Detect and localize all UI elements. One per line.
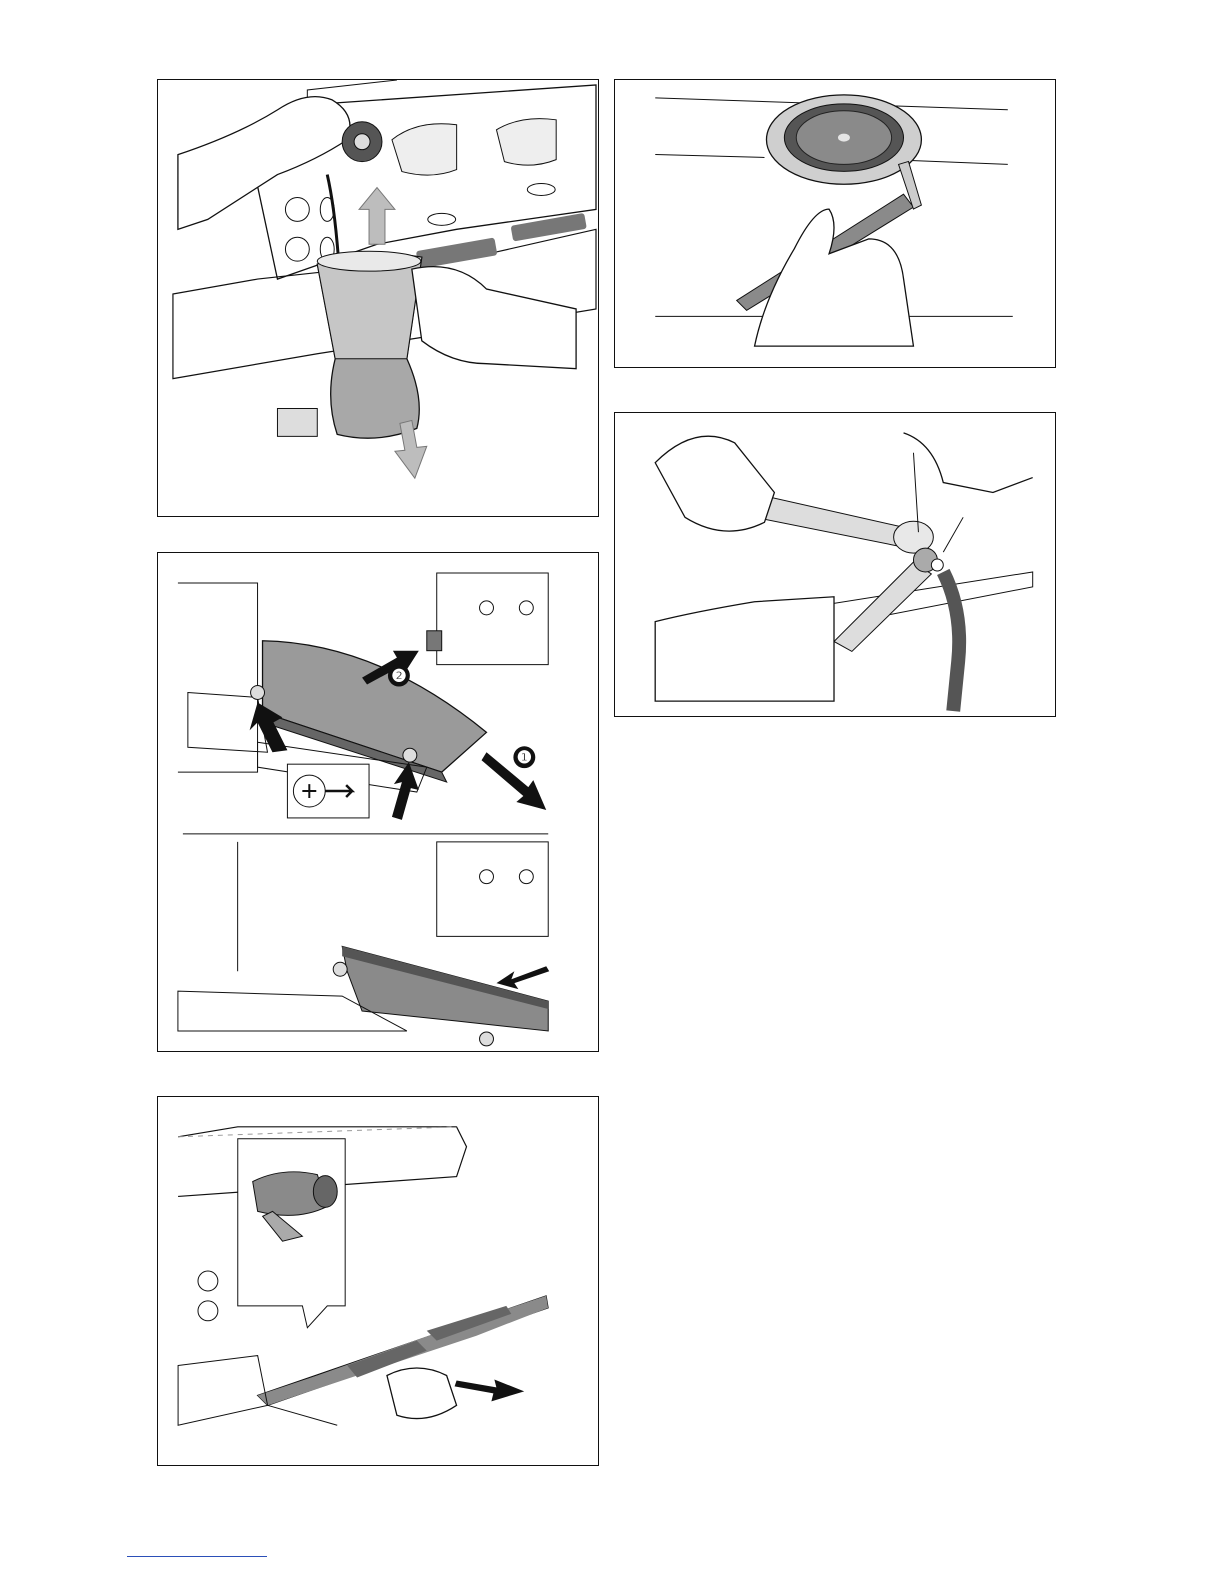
filter-holder-brush-illustration	[615, 80, 1055, 367]
hand-icon	[412, 267, 576, 369]
wrench-fitting-illustration	[615, 413, 1055, 716]
step-badge-1: ❶	[513, 746, 535, 768]
gauge-icon	[285, 197, 334, 261]
hand-icon	[655, 436, 774, 531]
footer-link-rule	[127, 1556, 267, 1557]
figure-wrench-fitting	[614, 412, 1056, 717]
tray-panel-icon	[263, 641, 487, 782]
valve-detail-icon	[238, 1139, 345, 1328]
arrow-icon	[496, 966, 549, 989]
hose-icon	[943, 572, 959, 711]
screw-callout-icon	[287, 764, 369, 818]
hand-icon	[387, 1368, 457, 1419]
fitting-icon	[913, 548, 943, 572]
step-badge-1-label: ❶	[517, 748, 532, 767]
drip-tray-removal-illustration: ❷ ❶	[158, 553, 598, 1051]
figure-steam-wand-jug	[157, 79, 599, 517]
gauge-icon	[198, 1271, 218, 1321]
drip-grid-icon	[416, 213, 587, 269]
hand-icon	[178, 97, 350, 230]
arrow-icon	[455, 1379, 525, 1401]
figure-filter-holder-brush	[614, 79, 1056, 368]
milk-jug-icon	[317, 251, 422, 438]
machine-front-icon	[427, 601, 534, 651]
cup-grid-removal-illustration	[158, 1097, 598, 1465]
steam-wand-jug-illustration	[158, 80, 598, 516]
hand-icon	[655, 597, 834, 701]
step-badge-2: ❷	[388, 665, 410, 687]
figure-drip-tray-removal: ❷ ❶	[157, 552, 599, 1052]
step-badge-2-label: ❷	[391, 667, 406, 686]
arrow-up-icon	[359, 188, 395, 245]
figure-cup-grid-removal	[157, 1096, 599, 1466]
hand-icon	[755, 209, 914, 346]
group-head-icon	[392, 119, 556, 226]
steam-knob-icon	[342, 122, 382, 162]
filter-screen-icon	[766, 95, 921, 184]
